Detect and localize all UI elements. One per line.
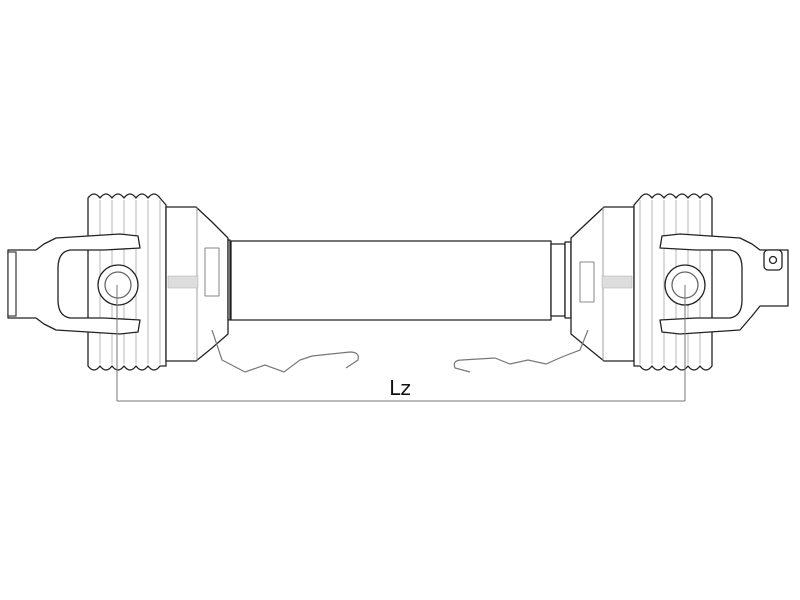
shaft-tube [227,239,572,321]
dimension-lz [116,285,686,402]
right-safety-chain [453,329,589,373]
right-guard-cone [570,206,635,362]
left-safety-chain [211,329,359,373]
right-yoke [659,233,789,335]
left-yoke [7,233,141,335]
dimension-label: Lz [389,376,411,400]
left-guard-cone [165,206,229,362]
